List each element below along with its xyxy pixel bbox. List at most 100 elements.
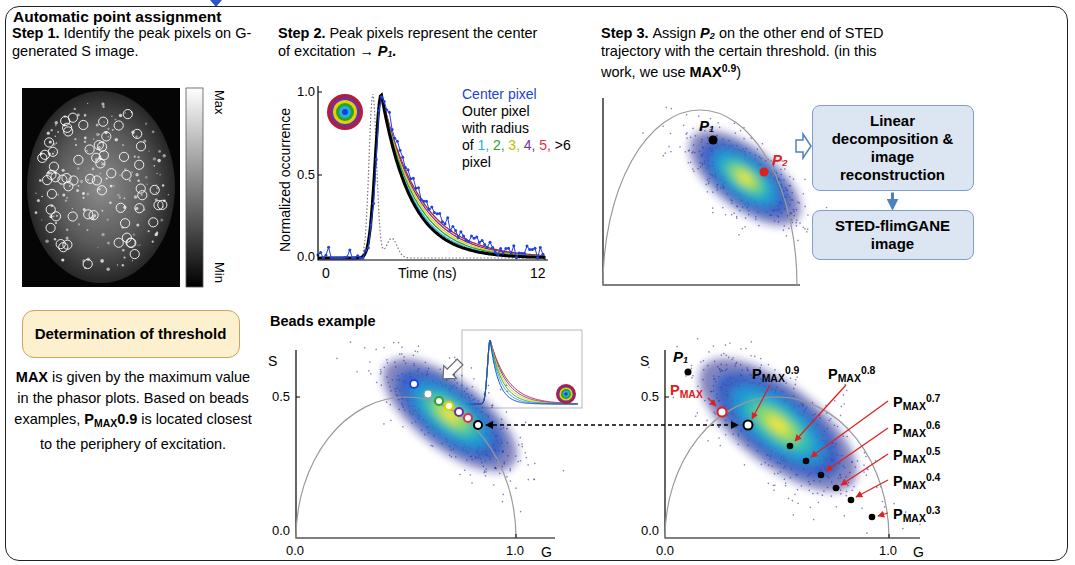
bright-pixel: [101, 162, 103, 164]
phasor-dot: [521, 445, 523, 447]
center-pixel-point: [534, 247, 537, 250]
center-pixel-point: [412, 177, 415, 180]
phasor-dot: [725, 354, 727, 356]
bright-pixel: [146, 184, 148, 186]
phasor-dot: [817, 501, 819, 503]
phasor-density: [674, 113, 816, 243]
peak-circle: [92, 153, 101, 162]
bright-pixel: [107, 242, 110, 245]
phasor-dot: [744, 217, 746, 219]
center-pixel-point: [391, 128, 394, 131]
phasor-dot: [416, 351, 418, 353]
bright-pixel: [137, 180, 139, 182]
phasor-dot: [690, 161, 692, 163]
phasor-dot: [867, 469, 869, 471]
phasor-dot: [785, 482, 787, 484]
cell-image: [22, 88, 180, 287]
center-pixel-point: [380, 95, 383, 98]
center-pixel-point: [372, 202, 375, 205]
phasor-dot: [454, 356, 456, 358]
density-layer: [715, 151, 775, 206]
center-pixel-point: [407, 168, 410, 171]
center-pixel-point: [520, 252, 523, 255]
peak-circle: [138, 191, 147, 200]
peak-circle: [135, 160, 144, 169]
bright-pixel: [102, 106, 104, 108]
irf-curve: [318, 94, 544, 258]
phasor-dot: [692, 127, 694, 129]
phasor-dot: [459, 473, 461, 475]
phasor-dot: [692, 375, 694, 377]
phasor-dot: [401, 346, 403, 348]
phasor-dot: [527, 478, 529, 480]
phasor-dot: [385, 401, 387, 403]
phasor-dot: [662, 155, 664, 157]
phasor-dot: [717, 122, 719, 124]
bright-pixel: [135, 207, 138, 210]
phasor-dot: [525, 456, 527, 458]
phasor-dot: [866, 532, 868, 534]
phasor-dot: [506, 476, 508, 478]
phasor-dot: [799, 222, 801, 224]
phasor-dot: [506, 390, 508, 392]
center-pixel-point: [504, 247, 507, 250]
bright-pixel: [84, 114, 87, 117]
phasor-dot: [664, 152, 666, 154]
center-pixel-point: [528, 248, 531, 251]
peak-circle: [68, 212, 77, 221]
center-pixel-point: [473, 237, 476, 240]
phasor-dot: [736, 215, 738, 217]
bright-pixel: [132, 260, 133, 261]
phasor-density: [365, 338, 534, 491]
phasor-dot: [773, 473, 775, 475]
bright-pixel: [65, 200, 67, 202]
bright-pixel: [122, 264, 124, 266]
bright-pixel: [148, 151, 149, 152]
phasor-dot: [375, 381, 377, 383]
peak-circle: [63, 123, 72, 132]
phasor-dot: [670, 150, 672, 152]
phasor-dot: [782, 229, 784, 231]
bright-pixel: [136, 224, 139, 227]
center-pixel-point: [467, 240, 470, 243]
phasor-dot: [527, 464, 529, 466]
peak-circle: [114, 238, 123, 247]
bead-decay-curve: [466, 340, 578, 404]
phasor-cloud: [631, 282, 961, 565]
bright-pixel: [119, 175, 121, 177]
phasor-dot: [502, 493, 504, 495]
phasor-dot: [804, 228, 806, 230]
phasor-dot: [534, 462, 536, 464]
center-pixel-point: [446, 216, 449, 219]
phasor-dot: [524, 452, 526, 454]
bright-pixel: [131, 171, 133, 173]
phasor-dot: [804, 178, 806, 180]
peak-circle: [43, 176, 52, 185]
peak-circle: [45, 138, 54, 147]
phasor-dot: [784, 168, 786, 170]
phasor-dot: [687, 150, 689, 152]
bright-pixel: [129, 180, 131, 182]
phasor-dot: [679, 146, 681, 148]
phasor-dot: [809, 506, 811, 508]
decay-curve: [318, 95, 545, 258]
peak-circle: [114, 121, 123, 130]
phasor-dot: [761, 143, 763, 145]
phasor-dot: [725, 434, 727, 436]
phasor-dot: [807, 228, 809, 230]
bright-pixel: [113, 185, 114, 186]
phasor-dot: [791, 500, 793, 502]
bright-pixel: [77, 167, 79, 169]
phasor-dot: [740, 348, 742, 350]
phasor-dot: [712, 191, 714, 193]
center-pixel-point: [346, 255, 349, 258]
peak-circle: [46, 205, 55, 214]
phasor-dot: [521, 443, 523, 445]
center-pixel-point: [510, 252, 513, 255]
phasor-dot: [794, 383, 796, 385]
bright-pixel: [84, 141, 86, 143]
center-pixel-point: [354, 256, 357, 259]
phasor-dot: [470, 367, 472, 369]
phasor-dot: [700, 361, 702, 363]
phasor-dot: [750, 355, 752, 357]
